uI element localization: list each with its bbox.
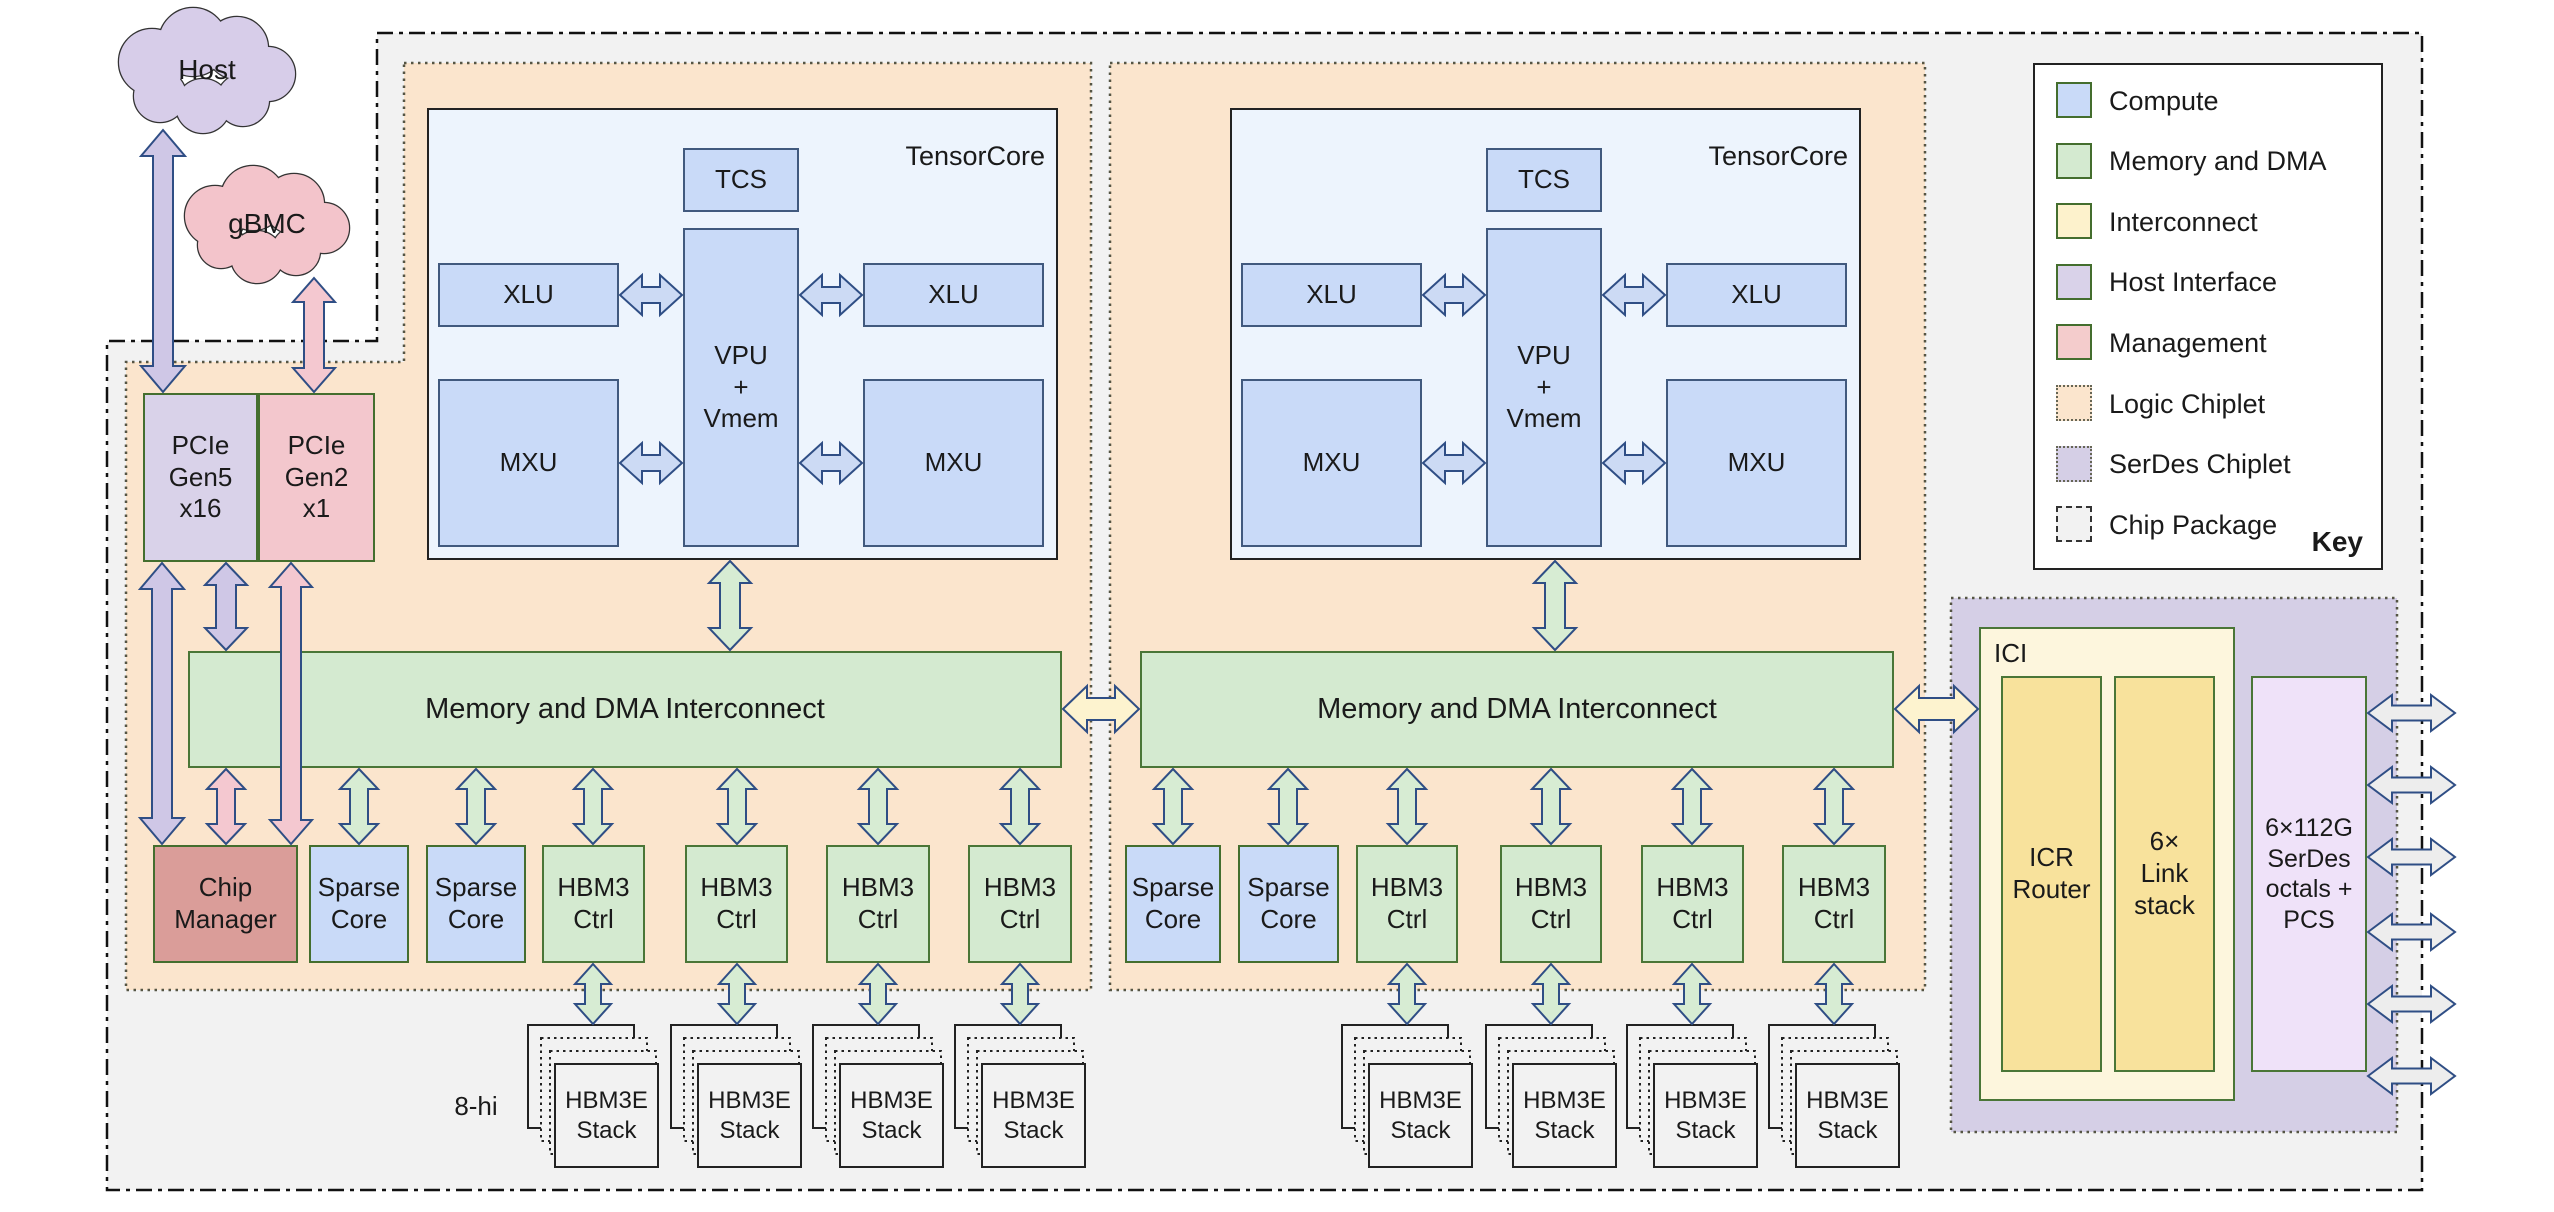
icr-router-block: ICR Router xyxy=(2001,676,2102,1072)
key-item-label: Logic Chiplet xyxy=(2109,388,2266,419)
memory-dma-interconnect-1: Memory and DMA Interconnect xyxy=(188,651,1062,768)
hbm3-ctrl-block: HBM3 Ctrl xyxy=(968,845,1072,963)
key-item-label: Compute xyxy=(2109,85,2219,116)
sparse-core-block: Sparse Core xyxy=(1238,845,1339,963)
key-swatch xyxy=(2056,506,2092,543)
hbm3-ctrl-block: HBM3 Ctrl xyxy=(1641,845,1744,963)
memory-dma-interconnect-2: Memory and DMA Interconnect xyxy=(1140,651,1894,768)
key-title: Key xyxy=(2311,526,2363,557)
hbm3e-stack-block: HBM3E Stack xyxy=(554,1063,659,1168)
key-item: Logic Chiplet xyxy=(2035,382,2381,426)
key-swatch xyxy=(2056,82,2092,118)
xlu-block-1-right: XLU xyxy=(863,263,1044,327)
hbm3-ctrl-block: HBM3 Ctrl xyxy=(1782,845,1886,963)
hbm3e-stack-block: HBM3E Stack xyxy=(697,1063,802,1168)
key-item-label: Memory and DMA xyxy=(2109,146,2327,177)
hbm3-ctrl-block: HBM3 Ctrl xyxy=(1356,845,1458,963)
host-cloud-label: Host xyxy=(178,53,236,85)
host-cloud xyxy=(117,6,297,135)
key-item: Interconnect xyxy=(2035,200,2381,244)
serdes-octals-block: 6×112G SerDes octals + PCS xyxy=(2251,676,2367,1072)
link-stack-block: 6× Link stack xyxy=(2114,676,2215,1072)
xlu-block-2-right: XLU xyxy=(1666,263,1847,327)
cloud-bump xyxy=(198,222,244,268)
vpu-vmem-block-2: VPU + Vmem xyxy=(1486,228,1602,547)
sparse-core-block: Sparse Core xyxy=(309,845,409,963)
sparse-core-block: Sparse Core xyxy=(1125,845,1221,963)
key-item-label: Host Interface xyxy=(2109,267,2278,298)
mxu-block-1-left: MXU xyxy=(438,379,619,547)
key-item-label: Chip Package xyxy=(2109,509,2278,540)
mxu-block-1-right: MXU xyxy=(863,379,1044,547)
key-item: Memory and DMA xyxy=(2035,140,2381,184)
key-item-label: Management xyxy=(2109,327,2267,358)
mxu-block-2-right: MXU xyxy=(1666,379,1847,547)
key-item-label: SerDes Chiplet xyxy=(2109,449,2291,480)
key-item: Chip Package xyxy=(2035,503,2381,547)
hbm3e-stack-block: HBM3E Stack xyxy=(1512,1063,1617,1168)
key-swatch xyxy=(2056,203,2092,240)
cloud-bump xyxy=(176,79,230,133)
key-item: Host Interface xyxy=(2035,261,2381,305)
xlu-block-1-left: XLU xyxy=(438,263,619,327)
tensorcore-2-label: TensorCore xyxy=(1708,140,1848,171)
ici-label: ICI xyxy=(1994,638,2028,669)
hbm3-ctrl-block: HBM3 Ctrl xyxy=(542,845,645,963)
gbmc-cloud xyxy=(183,164,351,285)
mxu-block-2-left: MXU xyxy=(1241,379,1422,547)
key-swatch xyxy=(2056,445,2092,482)
hbm3-ctrl-block: HBM3 Ctrl xyxy=(685,845,788,963)
tcs-block-2: TCS xyxy=(1486,148,1602,212)
key-swatch xyxy=(2056,263,2092,300)
key-item: Management xyxy=(2035,321,2381,365)
hbm3e-stack-block: HBM3E Stack xyxy=(1368,1063,1473,1168)
key-item: SerDes Chiplet xyxy=(2035,443,2381,487)
hbm3-ctrl-block: HBM3 Ctrl xyxy=(1500,845,1602,963)
stack-height-label: 8-hi xyxy=(454,1091,498,1122)
hbm3e-stack-block: HBM3E Stack xyxy=(1653,1063,1758,1168)
tensorcore-1-label: TensorCore xyxy=(905,140,1045,171)
hbm3e-stack-block: HBM3E Stack xyxy=(1795,1063,1900,1168)
cloud-bump xyxy=(231,231,283,283)
xlu-block-2-left: XLU xyxy=(1241,263,1422,327)
key-swatch xyxy=(2056,142,2092,179)
hbm3e-stack-block: HBM3E Stack xyxy=(981,1063,1086,1168)
cloud-bump xyxy=(134,70,186,122)
sparse-core-block: Sparse Core xyxy=(426,845,526,963)
chip-manager-block: Chip Manager xyxy=(153,845,298,963)
pcie-gen2-block: PCIe Gen2 x1 xyxy=(258,393,375,562)
pcie-gen5-block: PCIe Gen5 x16 xyxy=(143,393,258,562)
cloud-bump xyxy=(272,227,320,275)
cloud-bump xyxy=(217,74,269,126)
key-swatch xyxy=(2056,385,2092,421)
vpu-vmem-block-1: VPU + Vmem xyxy=(683,228,799,547)
key-item-label: Interconnect xyxy=(2109,206,2258,237)
key-item: Compute xyxy=(2035,79,2381,123)
tcs-block-1: TCS xyxy=(683,148,799,212)
hbm3-ctrl-block: HBM3 Ctrl xyxy=(826,845,930,963)
hbm3e-stack-block: HBM3E Stack xyxy=(839,1063,944,1168)
key-swatch xyxy=(2056,324,2092,361)
gbmc-cloud-label: gBMC xyxy=(228,207,306,239)
